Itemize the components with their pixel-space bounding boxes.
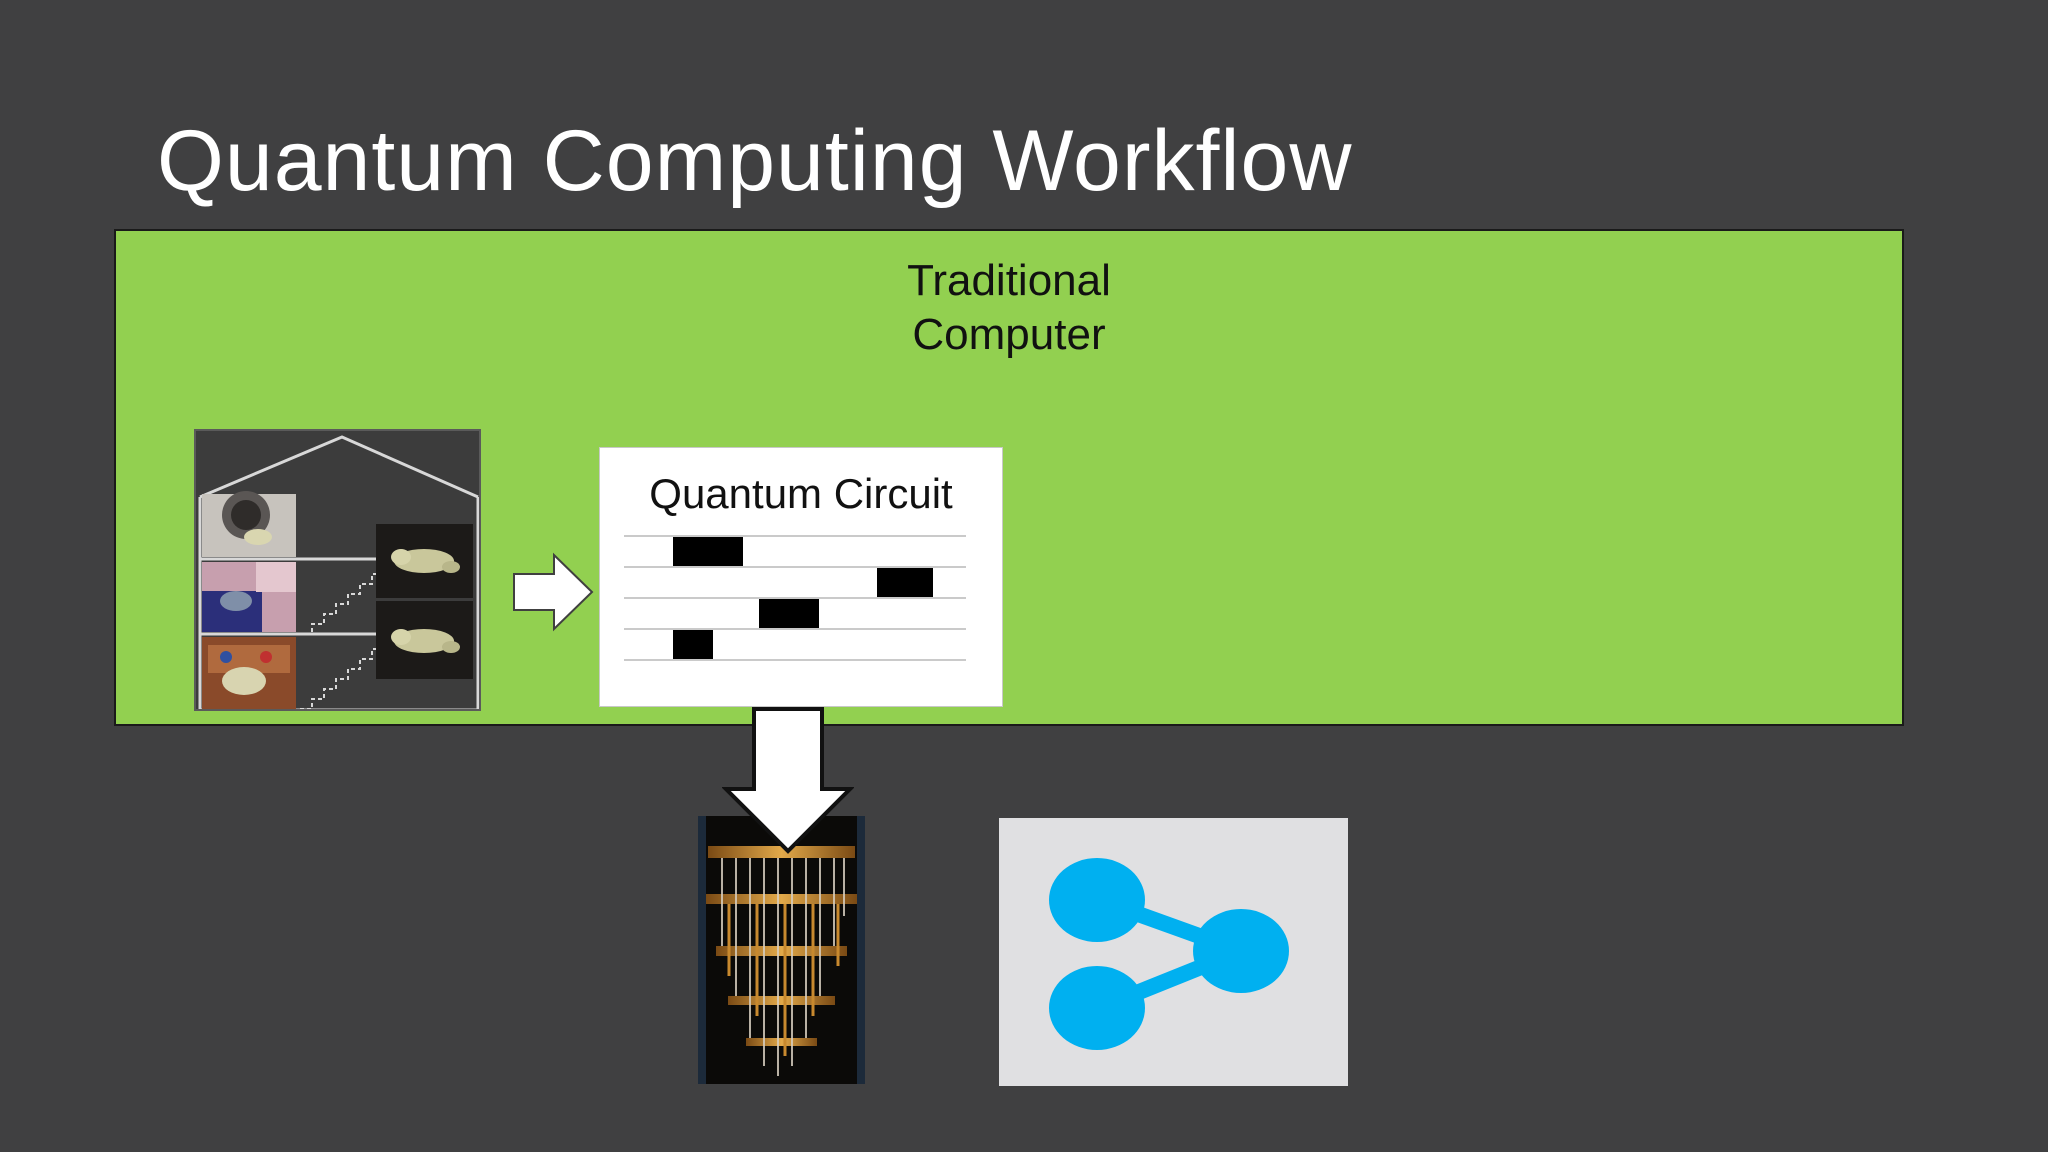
circuit-gate: [877, 568, 933, 597]
quantum-computer-photo: [698, 816, 865, 1084]
house-with-rooms-icon: [198, 435, 479, 709]
share-panel: [999, 818, 1348, 1086]
slide-title: Quantum Computing Workflow: [157, 113, 1353, 209]
arrow-right-icon: [513, 552, 594, 632]
room-photo-bed: [202, 562, 296, 632]
circuit-gate: [673, 537, 743, 566]
quantum-circuit-diagram: [624, 535, 966, 661]
circuit-gate: [759, 599, 819, 628]
room-photo-washer: [202, 491, 296, 557]
traditional-computer-label: Traditional Computer: [907, 256, 1111, 359]
room-photo-box: [202, 637, 296, 709]
share-icon: [1049, 858, 1289, 1050]
arrow-down-icon: [722, 707, 854, 854]
plush-photo-top: [376, 524, 473, 598]
quantum-circuit-card: Quantum Circuit: [599, 447, 1003, 707]
circuit-gate: [673, 630, 713, 659]
plush-photo-bottom: [376, 601, 473, 679]
quantum-circuit-title: Quantum Circuit: [649, 470, 953, 517]
house-illustration: [194, 429, 481, 711]
